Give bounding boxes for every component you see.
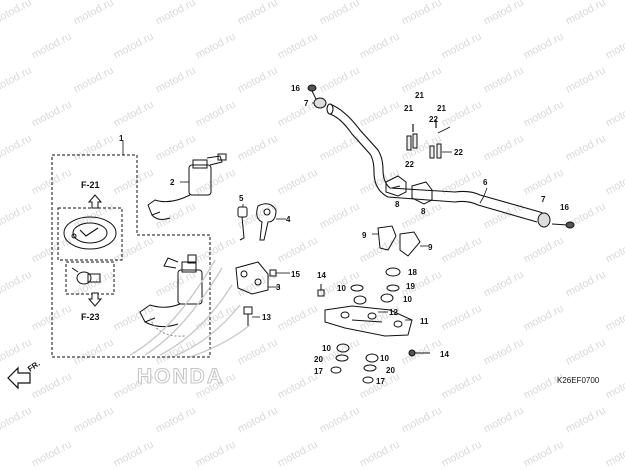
bolt-14-left [317, 284, 325, 297]
bolt-right [551, 221, 575, 229]
callout-5: 5 [239, 194, 244, 203]
lower-holder-left [377, 225, 397, 251]
callout-14-right: 14 [440, 350, 449, 359]
callout-16-right: 16 [560, 203, 569, 212]
bolt-14-right [408, 349, 430, 357]
callout-16-left: 16 [291, 84, 300, 93]
top-bridge-part [324, 305, 413, 337]
callout-10-d: 10 [380, 354, 389, 363]
key-part-5 [237, 204, 248, 241]
assembly-box-outline [51, 154, 211, 358]
callout-22-b: 22 [429, 115, 438, 124]
fuel-cap-part [57, 207, 123, 261]
bolt-part-15 [269, 269, 290, 277]
honda-wing-logo [129, 259, 251, 358]
callout-19: 19 [406, 282, 415, 291]
callout-22-c: 22 [454, 148, 463, 157]
callout-10-b: 10 [403, 295, 412, 304]
front-label: FR. [26, 359, 42, 374]
callout-20-right: 20 [386, 366, 395, 375]
ref-down-arrow [87, 292, 103, 307]
callout-1: 1 [119, 134, 124, 143]
callout-9-right: 9 [428, 243, 433, 252]
holder-bolts [406, 120, 452, 159]
key-cylinder-part [65, 261, 115, 295]
ref-f23: F-23 [81, 312, 100, 322]
callout-14-left: 14 [317, 271, 326, 280]
callout-7-right: 7 [541, 195, 546, 204]
honda-brand-text: HONDA [137, 365, 224, 388]
callout-21-c: 21 [437, 104, 446, 113]
callout-10-a: 10 [337, 284, 346, 293]
bolt-part-13 [243, 306, 260, 326]
callout-18: 18 [408, 268, 417, 277]
diagram-code: K26EF0700 [557, 376, 600, 385]
upper-holder-right [411, 181, 433, 205]
callout-9-left: 9 [362, 231, 367, 240]
upper-holder-left [385, 175, 407, 197]
callout-22-a: 22 [405, 160, 414, 169]
callout-17-left: 17 [314, 367, 323, 376]
end-weight-right [537, 212, 551, 228]
callout-8-right: 8 [421, 207, 426, 216]
switch-bracket-part [235, 261, 280, 295]
callout-17-right: 17 [376, 377, 385, 386]
upper-bushings [350, 267, 401, 305]
lower-holder-right [399, 231, 421, 257]
lower-bushings [330, 343, 379, 384]
callout-2: 2 [170, 178, 175, 187]
ref-up-arrow [87, 194, 103, 209]
callout-6: 6 [483, 178, 488, 187]
callout-3: 3 [276, 283, 281, 292]
callout-15: 15 [291, 270, 300, 279]
callout-11: 11 [420, 317, 429, 326]
callout-7-left: 7 [304, 99, 309, 108]
ignition-switch-lower [139, 254, 203, 337]
ref-f21: F-21 [81, 180, 100, 190]
callout-21-b: 21 [404, 104, 413, 113]
key-part-4 [256, 203, 286, 241]
bolt-left [307, 84, 317, 100]
callout-8-left: 8 [395, 200, 400, 209]
front-arrow [7, 366, 31, 390]
callout-12: 12 [389, 308, 398, 317]
end-weight-left [312, 97, 327, 109]
callout-13: 13 [262, 313, 271, 322]
callout-21-a: 21 [415, 91, 424, 100]
callout-4: 4 [286, 215, 291, 224]
ignition-switch-upper [147, 153, 227, 220]
callout-10-c: 10 [322, 344, 331, 353]
callout-20-left: 20 [314, 355, 323, 364]
